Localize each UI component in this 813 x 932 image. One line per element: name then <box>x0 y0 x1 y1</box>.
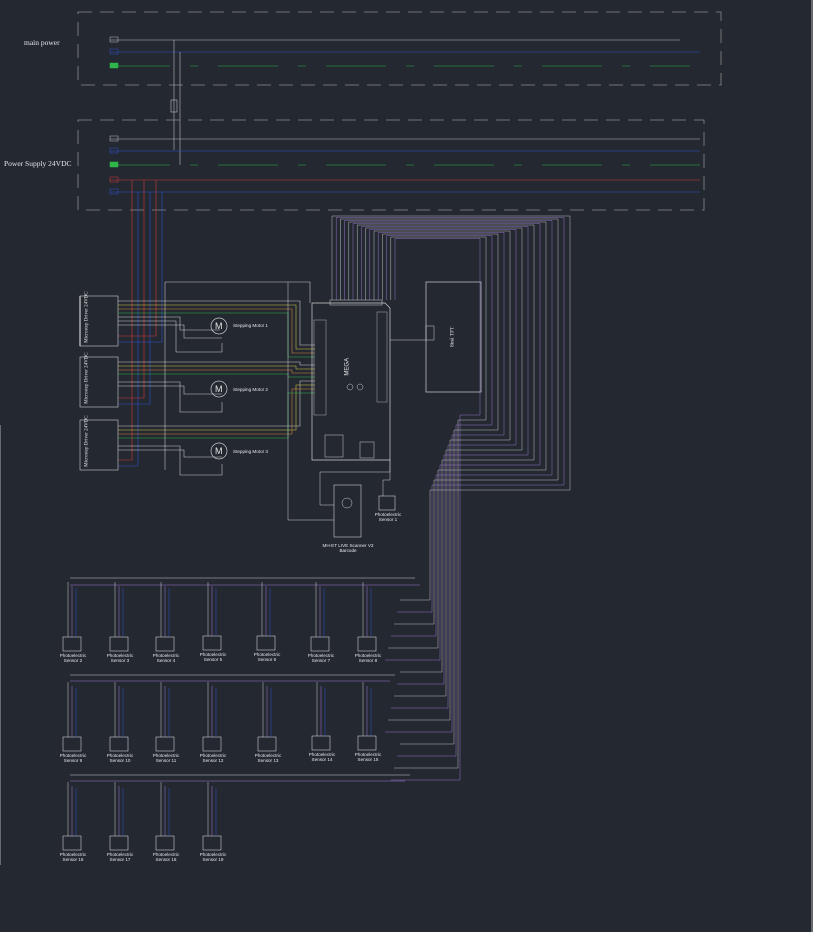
sensor-17-symbol <box>109 782 129 851</box>
sensor-13-label-line2: Sensor 13 <box>257 758 279 763</box>
sensor-10-label-line1: Photoelectric <box>106 753 134 758</box>
sensor-14-label-line1: Photoelectric <box>308 752 336 757</box>
sensor-6-label-line2: Sensor 6 <box>257 657 277 662</box>
sensor-19-label-line1: Photoelectric <box>199 852 227 857</box>
sensor-4-label-line1: Photoelectric <box>152 653 180 658</box>
motor-3 <box>210 442 228 460</box>
power-supply-label: Power Supply 24VDC <box>4 159 72 168</box>
sensor-16-label-line2: Sensor 16 <box>62 857 84 862</box>
sensor-1-label-line2: Sensor 1 <box>378 517 398 522</box>
sensor-15-symbol <box>357 682 377 751</box>
sensor-19-label-line2: Sensor 19 <box>202 857 224 862</box>
sensor-1-symbol <box>378 460 396 511</box>
sensor-10-symbol <box>109 682 129 752</box>
sensor-7-label-line1: Photoelectric <box>307 653 335 658</box>
sensor-11-label-line1: Photoelectric <box>152 753 180 758</box>
sensor-8-symbol <box>357 582 377 652</box>
sensor-boxes <box>62 582 377 851</box>
sensor-2-label-line2: Sensor 2 <box>63 658 83 663</box>
sensor-bus-wires <box>70 215 571 782</box>
power-supply-block <box>77 119 705 211</box>
sensor-5-symbol <box>202 582 222 651</box>
sensor-14-label-line2: Sensor 14 <box>311 757 333 762</box>
sensor-17-label-line1: Photoelectric <box>106 852 134 857</box>
sensor-15-label-line2: Sensor 15 <box>357 757 379 762</box>
sensor-15-label-line1: Photoelectric <box>354 752 382 757</box>
driver-3-label: Microstep Driver 24VDC <box>84 415 90 467</box>
sensor-4-symbol <box>155 582 175 652</box>
sensor-3-symbol <box>109 582 129 652</box>
sensor-18-label-line2: Sensor 18 <box>155 857 177 862</box>
sensor-12-label-line2: Sensor 12 <box>202 758 224 763</box>
sensor-11-symbol <box>155 682 175 752</box>
motor-3-label: Stepping Motor 3 <box>233 449 268 454</box>
tft-display <box>390 281 482 393</box>
sensor-18-symbol <box>155 782 175 851</box>
power-supply-frame <box>77 119 705 211</box>
motor-1 <box>210 317 228 335</box>
driver-power-feeds <box>118 180 163 467</box>
main-power-label: main power <box>24 38 60 47</box>
sensor-18-label-line1: Photoelectric <box>152 852 180 857</box>
tft-display-label: 8inå TFT <box>449 326 456 348</box>
sensor-7-symbol <box>310 582 330 652</box>
motor-1-symbol: M <box>215 321 223 331</box>
sensor-11-label-line2: Sensor 11 <box>155 758 177 763</box>
sensor-8-label-line2: Sensor 8 <box>358 658 378 663</box>
sensor-2-label-line1: Photoelectric <box>59 653 87 658</box>
sensor-13-symbol <box>257 682 277 752</box>
sensor-7-label-line2: Sensor 7 <box>311 658 331 663</box>
main-power-block <box>77 11 722 86</box>
sensor-19-symbol <box>202 782 222 851</box>
driver-2-label: Microstep Driver 24VDC <box>84 352 90 404</box>
sensor-9-symbol <box>62 682 82 752</box>
motor-1-label: Stepping Motor 1 <box>233 323 268 328</box>
sensor-5-label-line2: Sensor 5 <box>203 657 223 662</box>
sensor-12-label-line1: Photoelectric <box>199 753 227 758</box>
driver-3 <box>79 419 119 471</box>
scanner-label-line2: Barcode <box>339 548 357 553</box>
main-power-frame <box>77 11 722 86</box>
controller-board <box>311 299 391 461</box>
motor-2-symbol: M <box>215 384 223 394</box>
sensor-9-label-line2: Sensor 9 <box>63 758 83 763</box>
sensor-16-label-line1: Photoelectric <box>59 852 87 857</box>
sensor-1-label-line1: Photoelectric <box>374 512 402 517</box>
motor-3-symbol: M <box>215 446 223 456</box>
sensor-12-symbol <box>202 682 222 752</box>
sensor-5-label-line1: Photoelectric <box>199 652 227 657</box>
sensor-9-label-line1: Photoelectric <box>59 753 87 758</box>
fuse <box>170 40 181 165</box>
sensor-6-label-line1: Photoelectric <box>253 652 281 657</box>
sensor-13-label-line1: Photoelectric <box>254 753 282 758</box>
sensor-10-label-line2: Sensor 10 <box>109 758 131 763</box>
controller-label: MEGA <box>344 357 351 376</box>
scanner-label-line1: MH-ET LIVE Scanner V3 <box>322 543 374 548</box>
sensor-4-label-line2: Sensor 4 <box>156 658 176 663</box>
sensor-17-label-line2: Sensor 17 <box>109 857 131 862</box>
sensor-16-symbol <box>62 782 82 851</box>
driver-1-label: Microstep Driver 24VDC <box>84 291 90 343</box>
sensor-8-label-line1: Photoelectric <box>354 653 382 658</box>
sensor-3-label-line1: Photoelectric <box>106 653 134 658</box>
sensor-6-symbol <box>256 582 276 651</box>
motor-2-label: Stepping Motor 2 <box>233 387 268 392</box>
motor-2 <box>210 380 228 398</box>
sensor-2-symbol <box>62 582 82 652</box>
sensor-3-label-line2: Sensor 3 <box>110 658 130 663</box>
sensor-14-symbol <box>311 682 331 751</box>
